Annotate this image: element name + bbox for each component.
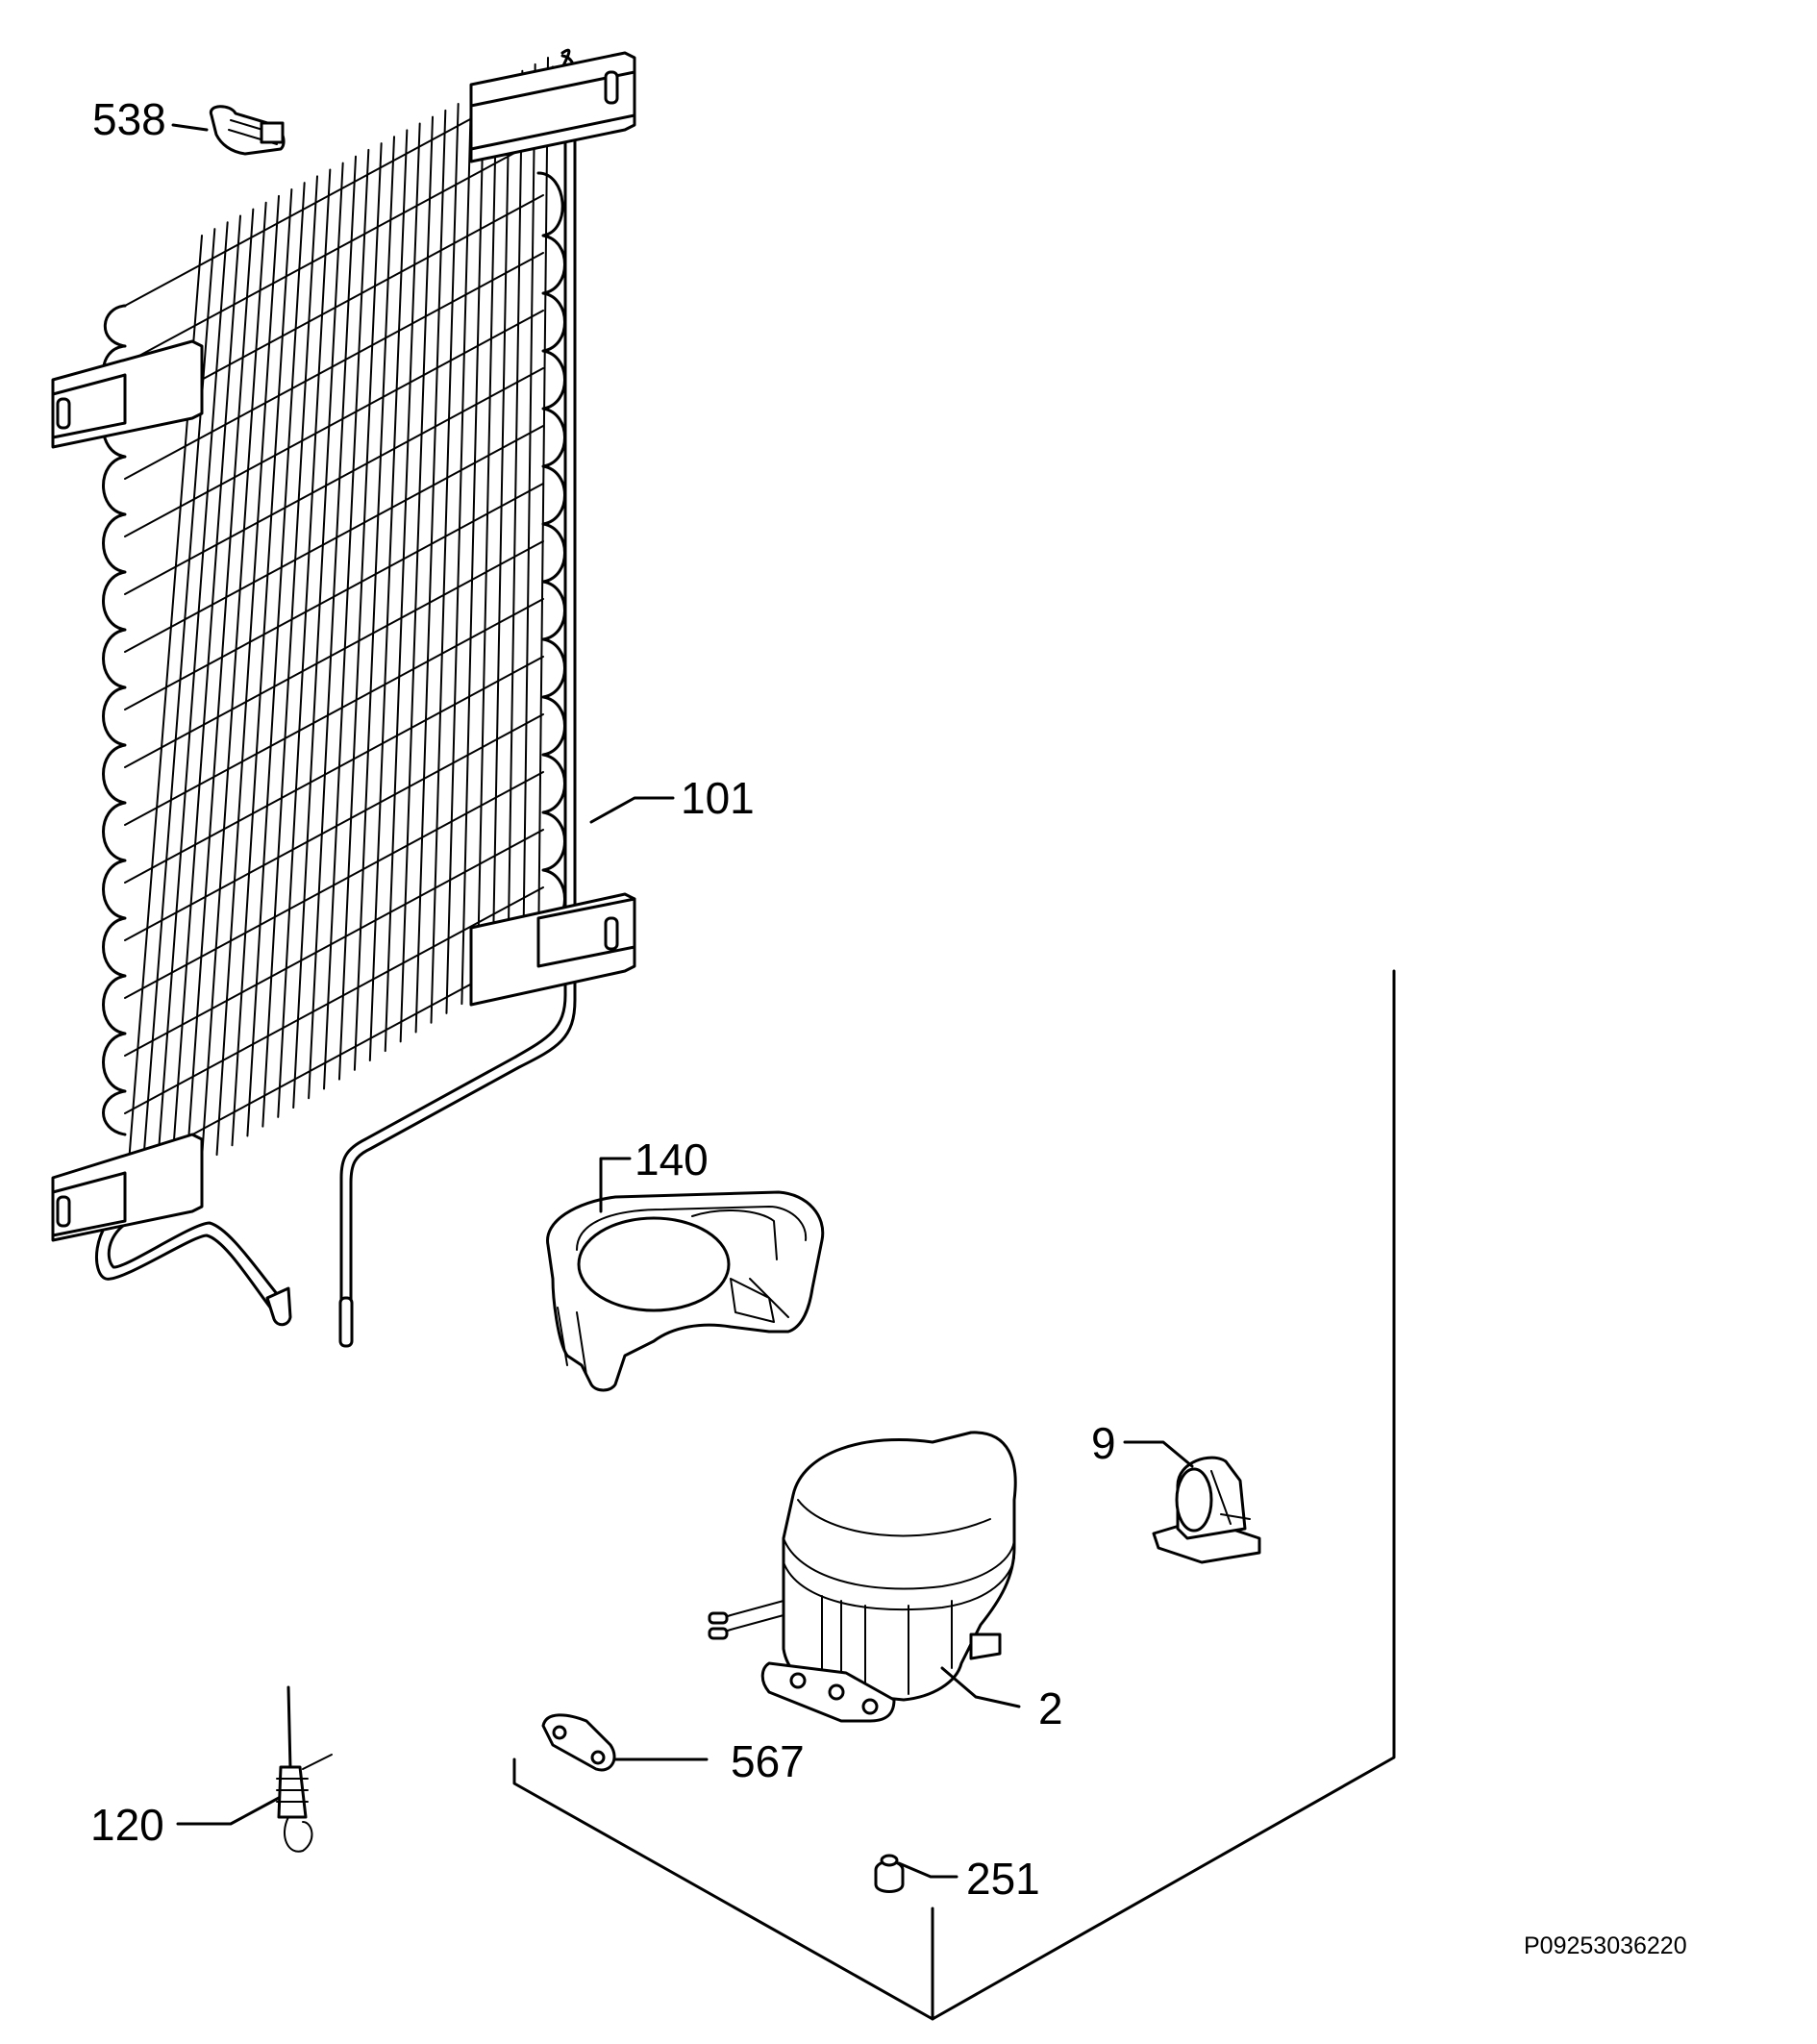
- condenser-101: [51, 48, 636, 1348]
- part-538-clip: [209, 105, 286, 156]
- condenser-bracket-lower-right: [469, 892, 636, 1007]
- callout-140: 140: [635, 1134, 709, 1184]
- condenser-wire: [337, 142, 383, 1081]
- condenser-cross-tube: [124, 713, 544, 941]
- leader-2: [940, 1666, 1021, 1708]
- leader-120: [176, 1796, 281, 1826]
- condenser-wire: [491, 76, 510, 986]
- condenser-wire: [368, 129, 409, 1061]
- condenser-wire: [460, 89, 485, 1006]
- condenser-wire: [384, 122, 421, 1053]
- part-2-compressor: [708, 1431, 1017, 1723]
- part-9-holder: [1152, 1456, 1261, 1564]
- condenser-wire: [154, 221, 229, 1194]
- condenser-bracket-lower-left: [51, 1133, 204, 1242]
- condenser-cross-tube: [124, 829, 544, 1057]
- callout-9: 9: [1091, 1418, 1116, 1468]
- condenser-cross-tube: [124, 252, 544, 480]
- condenser-cross-tube: [124, 886, 544, 1114]
- condenser-wire: [292, 162, 344, 1109]
- condenser-wire: [185, 208, 255, 1175]
- callout-101: 101: [681, 773, 755, 823]
- condenser-bottom-tube: [95, 1205, 288, 1314]
- condenser-wire: [522, 62, 536, 967]
- condenser-wire: [476, 83, 498, 996]
- part-140-tray: [546, 1190, 825, 1392]
- leader-251: [897, 1861, 958, 1879]
- callout-120: 120: [90, 1800, 164, 1850]
- condenser-wire: [353, 136, 395, 1071]
- condenser-wire: [507, 69, 524, 977]
- leader-lines: [171, 123, 1194, 1879]
- condenser-cross-tube: [124, 771, 544, 999]
- condenser-cross-tube: [124, 310, 544, 537]
- part-251-grommet: [874, 1854, 905, 1893]
- leader-9: [1123, 1440, 1194, 1468]
- condenser-wire: [537, 57, 549, 958]
- condenser-wire: [200, 201, 267, 1165]
- part-567-plate: [541, 1713, 616, 1772]
- condenser-tube-end-left: [265, 1286, 292, 1327]
- condenser-cross-tube: [124, 483, 544, 710]
- condenser-wire: [323, 148, 370, 1090]
- condenser-bracket-upper-left: [51, 339, 204, 449]
- condenser-wire: [399, 115, 434, 1043]
- condenser-bracket-top-right: [469, 51, 636, 163]
- condenser-wire: [169, 214, 241, 1184]
- leader-101: [589, 796, 675, 824]
- condenser-wire: [246, 182, 306, 1137]
- condenser-wire: [231, 188, 293, 1147]
- condenser-cross-tube: [124, 598, 544, 826]
- part-120-sensor: [276, 1685, 333, 1853]
- cabinet-outline: [512, 969, 1396, 2021]
- condenser-cross-tube: [124, 656, 544, 884]
- condenser-cross-tube: [124, 137, 544, 364]
- condenser-wire: [277, 168, 332, 1118]
- condenser-wire-grid: [124, 57, 549, 1212]
- condenser-tube-end-right: [338, 1296, 354, 1348]
- callout-2: 2: [1038, 1683, 1063, 1733]
- condenser-cross-tube: [124, 540, 544, 768]
- condenser-wire: [308, 155, 357, 1100]
- condenser-wire: [414, 109, 447, 1034]
- callout-labels: 538 101 140 9 2 567 120 251 P09253036220: [90, 94, 1687, 1959]
- condenser-cross-tube: [124, 367, 544, 595]
- condenser-wire: [445, 96, 472, 1014]
- condenser-wire: [430, 102, 460, 1024]
- condenser-wire: [261, 175, 318, 1128]
- condenser-cross-tube: [124, 425, 544, 653]
- callout-567: 567: [731, 1736, 805, 1786]
- drawing-code: P09253036220: [1524, 1932, 1687, 1959]
- condenser-wire: [215, 194, 280, 1157]
- callout-538: 538: [92, 94, 166, 144]
- leader-538: [171, 123, 209, 132]
- leader-140: [599, 1157, 632, 1213]
- callout-251: 251: [966, 1854, 1040, 1904]
